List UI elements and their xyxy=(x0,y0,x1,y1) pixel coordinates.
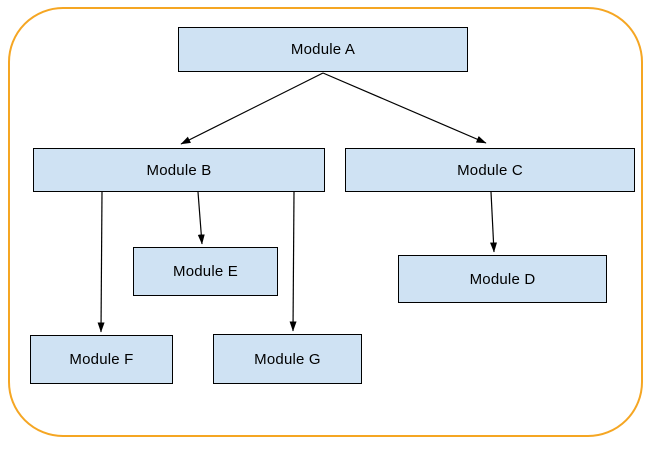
node-module-a: Module A xyxy=(178,27,468,72)
node-label: Module G xyxy=(254,350,321,368)
node-label: Module F xyxy=(69,351,134,368)
rounded-frame xyxy=(8,7,643,437)
node-module-b: Module B xyxy=(33,148,325,192)
node-module-g: Module G xyxy=(213,334,362,384)
node-label: Module C xyxy=(457,161,523,179)
node-module-f: Module F xyxy=(30,335,173,384)
connector-module-a-to-module-b xyxy=(180,72,324,145)
node-module-c: Module C xyxy=(345,148,635,192)
connector-module-b-to-module-e xyxy=(197,191,205,245)
node-label: Module D xyxy=(469,270,536,288)
node-module-d: Module D xyxy=(398,255,607,303)
connector-module-a-to-module-c xyxy=(322,72,487,144)
connector-module-b-to-module-f xyxy=(97,191,105,333)
connector-module-b-to-module-g xyxy=(289,191,297,332)
node-label: Module B xyxy=(146,161,212,179)
node-module-e: Module E xyxy=(133,247,278,296)
node-label: Module A xyxy=(290,41,356,58)
node-label: Module E xyxy=(173,263,238,280)
connector-module-c-to-module-d xyxy=(490,191,498,253)
